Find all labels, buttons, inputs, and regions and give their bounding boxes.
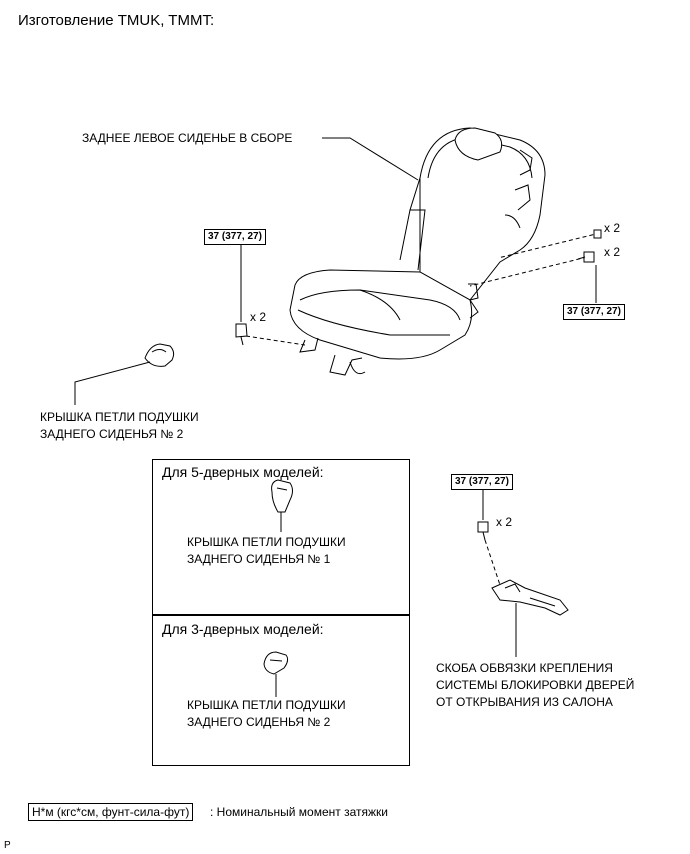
legend-torque-text: : Номинальный момент затяжки: [210, 805, 388, 819]
box-5-door-title: Для 5-дверных моделей:: [162, 464, 324, 480]
bolt-right-bottom: [577, 251, 595, 263]
striker-label-line2: СИСТЕМЫ БЛОКИРОВКИ ДВЕРЕЙ: [436, 678, 635, 692]
page-title: Изготовление TMUK, TMMT:: [18, 12, 215, 29]
hinge-cover-2-illustration: [263, 651, 289, 675]
hinge-cover-a-illustration: [144, 343, 175, 367]
box-5-door-line1: КРЫШКА ПЕТЛИ ПОДУШКИ: [187, 535, 346, 549]
legend-torque-symbol: Н*м (кгс*см, фунт-сила-фут): [28, 803, 194, 821]
striker-label-line1: СКОБА ОБВЯЗКИ КРЕПЛЕНИЯ: [436, 661, 613, 675]
box-3-door-title: Для 3-дверных моделей:: [162, 621, 324, 637]
leader-seat: [322, 137, 419, 181]
bolt-right-top: [593, 229, 602, 239]
striker-label-line3: ОТ ОТКРЫВАНИЯ ИЗ САЛОНА: [436, 695, 613, 709]
count-right-top: x 2: [604, 221, 621, 235]
leader-cover-a: [74, 361, 151, 405]
bolt-striker: [477, 521, 489, 541]
seat-illustration: [289, 127, 546, 376]
box-5-door-line2: ЗАДНЕГО СИДЕНЬЯ № 1: [187, 552, 331, 566]
count-left: x 2: [250, 310, 267, 324]
box-3-door-line2: ЗАДНЕГО СИДЕНЬЯ № 2: [187, 715, 331, 729]
box-3-door-line1: КРЫШКА ПЕТЛИ ПОДУШКИ: [187, 698, 346, 712]
count-right-bottom: x 2: [604, 245, 621, 259]
count-striker: x 2: [496, 515, 513, 529]
box-5-door: Для 5-дверных моделей: КРЫШКА ПЕТЛИ ПОДУ…: [152, 459, 410, 616]
torque-left: 37 (377, 27): [204, 229, 266, 245]
footer-code: P: [4, 840, 11, 851]
seat-assembly-label: ЗАДНЕЕ ЛЕВОЕ СИДЕНЬЕ В СБОРЕ: [82, 131, 293, 145]
box-3-door: Для 3-дверных моделей: КРЫШКА ПЕТЛИ ПОДУ…: [152, 614, 410, 766]
bolt-left: [235, 323, 248, 346]
torque-right: 37 (377, 27): [563, 304, 625, 320]
hinge-cover-1-illustration: [271, 479, 293, 513]
hinge-cover-a-label-line1: КРЫШКА ПЕТЛИ ПОДУШКИ: [40, 410, 199, 424]
hinge-cover-a-label-line2: ЗАДНЕГО СИДЕНЬЯ № 2: [40, 427, 184, 441]
striker-illustration: [491, 579, 569, 616]
torque-striker: 37 (377, 27): [451, 474, 513, 490]
